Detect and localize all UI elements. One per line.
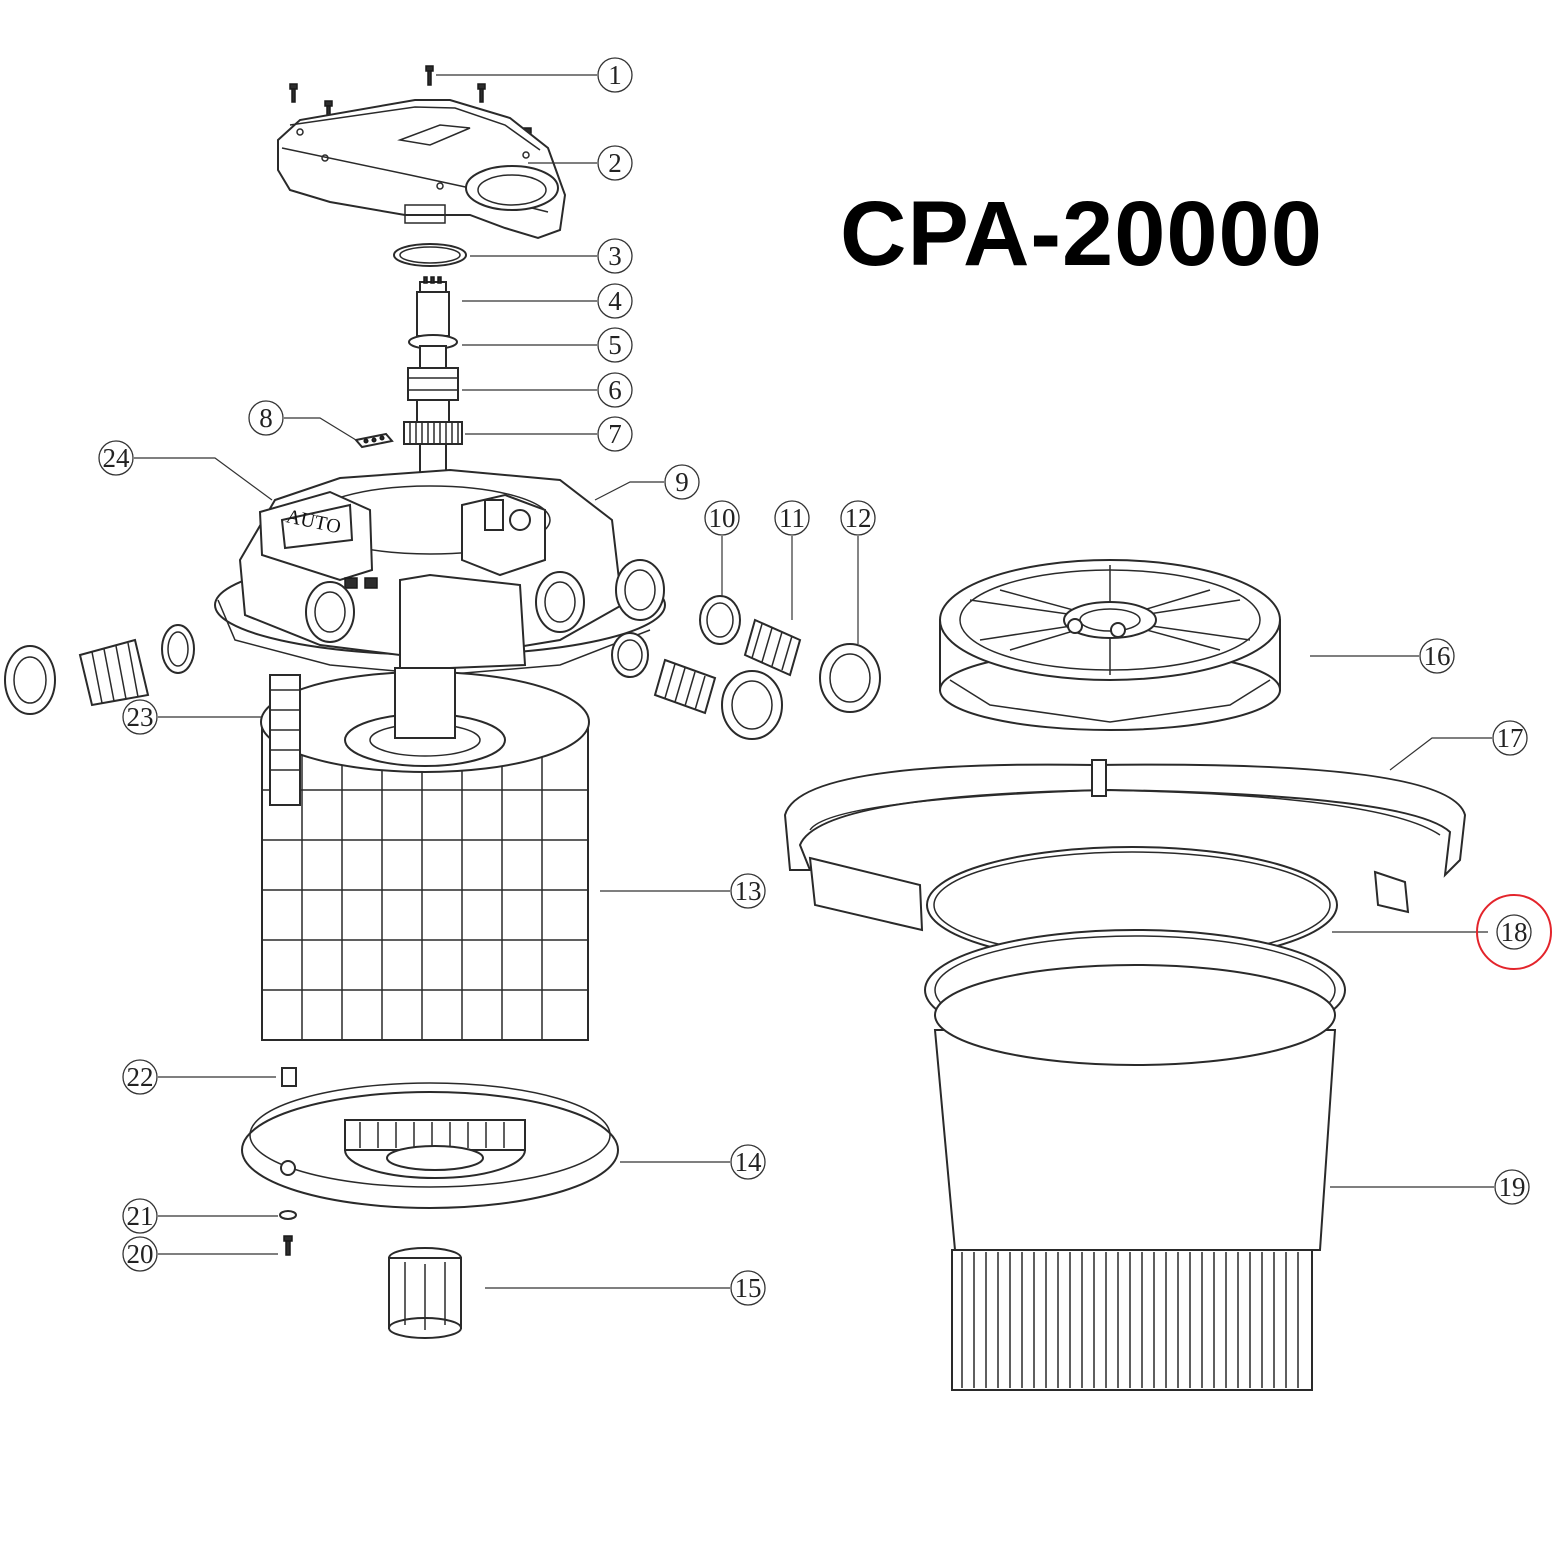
callout-circle-4 (597, 283, 633, 319)
drain-valve (388, 1247, 462, 1339)
callout-number-10: 10 (709, 503, 736, 533)
callout-number-15: 15 (735, 1273, 762, 1303)
callout-2: 2 (528, 145, 633, 181)
callout-1: 1 (436, 57, 633, 93)
callout-circle-1 (597, 57, 633, 93)
callout-circle-16 (1419, 638, 1455, 674)
callout-10: 10 (704, 500, 740, 596)
base-plate (241, 1082, 619, 1209)
callout-22: 22 (122, 1059, 276, 1095)
callout-number-4: 4 (608, 286, 622, 316)
callout-17: 17 (1389, 720, 1528, 771)
filter-lid: AUTO (214, 468, 666, 676)
callout-number-11: 11 (779, 503, 805, 533)
callout-7: 7 (465, 416, 633, 452)
callout-number-24: 24 (103, 443, 131, 473)
bottom-screw (283, 1235, 293, 1256)
callout-circle-19 (1494, 1169, 1530, 1205)
callout-number-21: 21 (127, 1201, 154, 1231)
callout-number-12: 12 (845, 503, 872, 533)
callout-circle-2 (597, 145, 633, 181)
callout-6: 6 (462, 372, 633, 408)
callout-16: 16 (1310, 638, 1455, 674)
callout-19: 19 (1330, 1169, 1530, 1205)
callout-number-17: 17 (1497, 723, 1524, 753)
callout-number-7: 7 (608, 419, 622, 449)
callout-3: 3 (470, 238, 633, 274)
callout-circle-3 (597, 238, 633, 274)
callout-circle-24 (98, 440, 134, 476)
foam-filter-stack (260, 667, 590, 1041)
filter-housing (924, 929, 1346, 1391)
callout-number-14: 14 (735, 1147, 763, 1177)
leader-line-24 (134, 457, 273, 501)
callout-circle-13 (730, 873, 766, 909)
callout-4: 4 (462, 283, 633, 319)
callout-23: 23 (122, 699, 262, 735)
callout-15: 15 (485, 1270, 766, 1306)
callout-12: 12 (840, 500, 876, 644)
callout-13: 13 (600, 873, 766, 909)
leader-line-17 (1389, 737, 1492, 771)
callout-14: 14 (620, 1144, 766, 1180)
callout-number-23: 23 (127, 702, 154, 732)
callout-circle-17 (1492, 720, 1528, 756)
callout-number-18: 18 (1501, 917, 1528, 947)
callout-21: 21 (122, 1198, 278, 1234)
callout-circle-12 (840, 500, 876, 536)
callout-number-1: 1 (608, 60, 622, 90)
drain-plug (281, 1067, 297, 1087)
callout-9: 9 (594, 464, 700, 501)
callout-number-3: 3 (608, 241, 622, 271)
callout-circle-21 (122, 1198, 158, 1234)
callout-circle-23 (122, 699, 158, 735)
top-grid-plate (939, 559, 1281, 731)
callout-number-19: 19 (1499, 1172, 1526, 1202)
o-ring (393, 243, 467, 267)
top-cover (277, 99, 567, 240)
callout-18: 18 (1332, 894, 1552, 970)
callout-number-6: 6 (608, 375, 622, 405)
callout-number-2: 2 (608, 148, 622, 178)
callout-circle-7 (597, 416, 633, 452)
callout-circle-14 (730, 1144, 766, 1180)
callout-circle-11 (774, 500, 810, 536)
callout-circle-6 (597, 372, 633, 408)
callout-circle-20 (122, 1236, 158, 1272)
callout-number-8: 8 (259, 403, 273, 433)
washer (279, 1210, 297, 1220)
highlight-ring (1476, 894, 1552, 970)
callout-20: 20 (122, 1236, 278, 1272)
right-fittings (611, 595, 881, 740)
callout-circle-22 (122, 1059, 158, 1095)
leader-line-8 (284, 417, 357, 441)
clamp-ring (783, 759, 1467, 932)
callout-number-20: 20 (127, 1239, 154, 1269)
callout-24: 24 (98, 440, 273, 501)
callout-8: 8 (248, 400, 357, 441)
leader-line-9 (594, 481, 664, 501)
callout-11: 11 (774, 500, 810, 620)
callout-circle-18 (1496, 914, 1532, 950)
callout-circle-5 (597, 327, 633, 363)
callout-circle-9 (664, 464, 700, 500)
callout-number-22: 22 (127, 1062, 154, 1092)
callout-number-16: 16 (1424, 641, 1451, 671)
callout-circle-10 (704, 500, 740, 536)
callout-number-13: 13 (735, 876, 762, 906)
callout-5: 5 (462, 327, 633, 363)
model-title: CPA-20000 (840, 183, 1323, 285)
small-plate (354, 432, 394, 449)
callout-circle-8 (248, 400, 284, 436)
left-fittings (4, 624, 195, 715)
callout-number-5: 5 (608, 330, 622, 360)
callout-number-9: 9 (675, 467, 689, 497)
callout-circle-15 (730, 1270, 766, 1306)
